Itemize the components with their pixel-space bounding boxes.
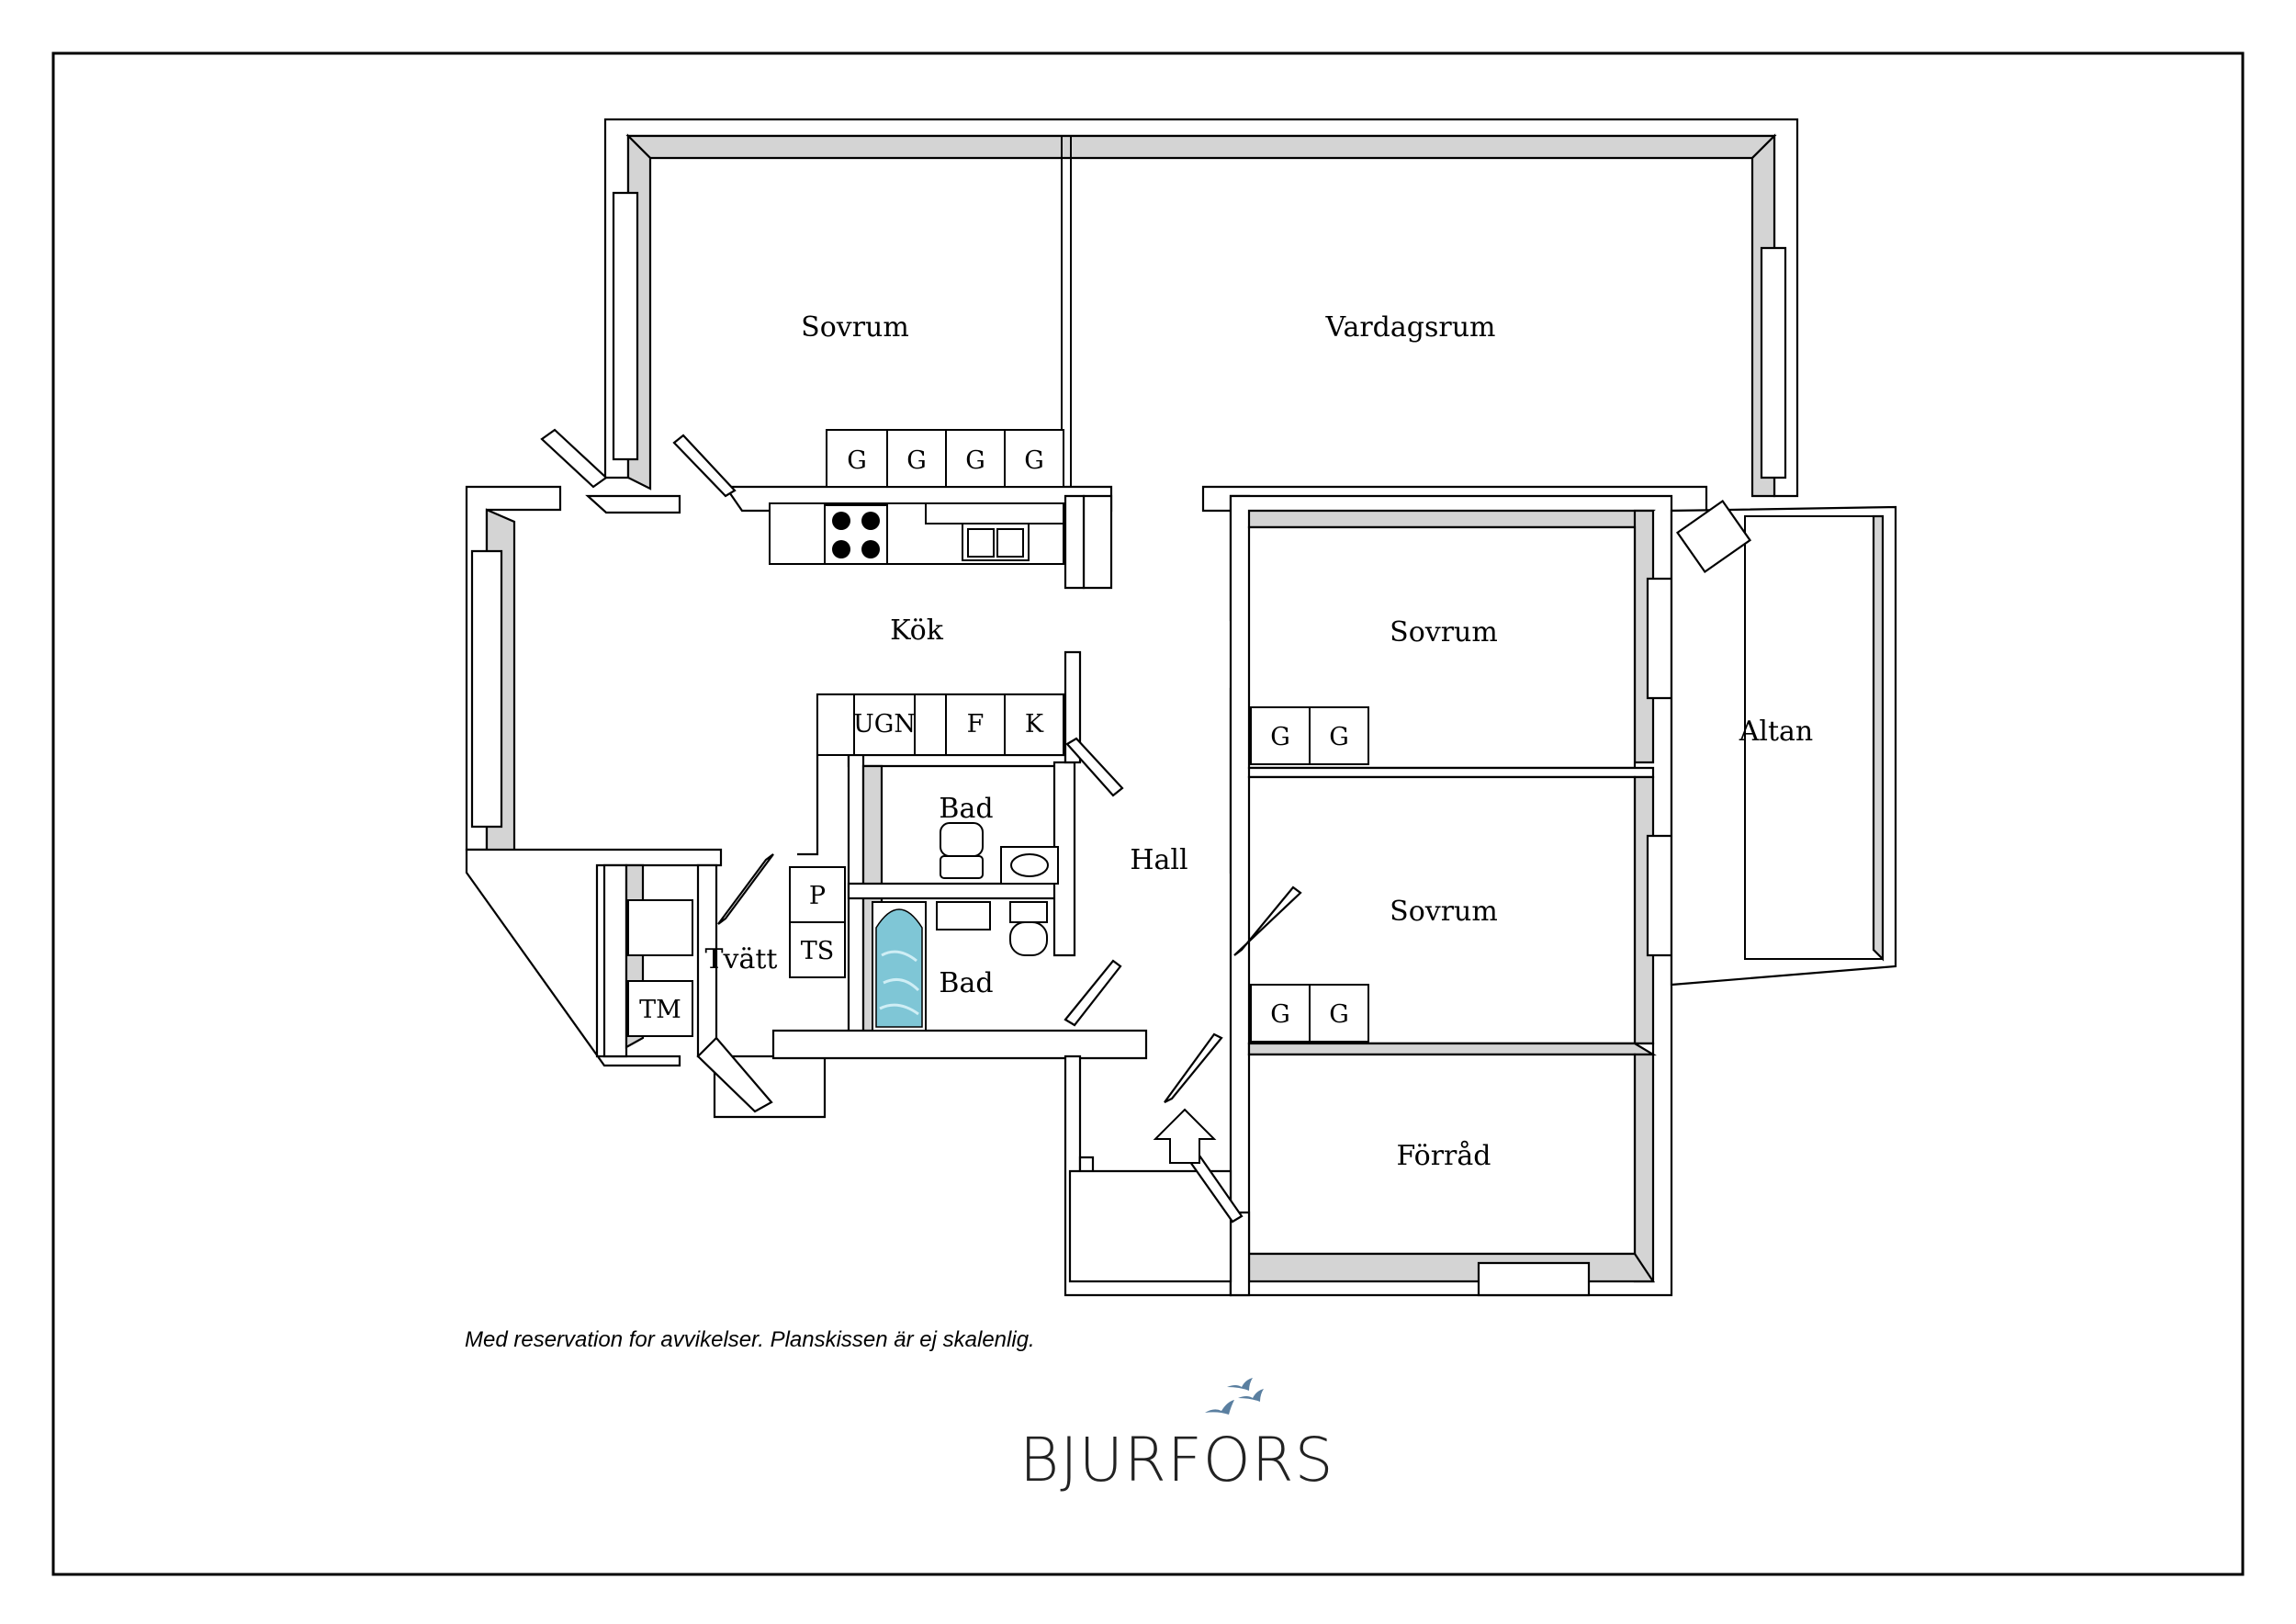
room-sovrum-3: Sovrum bbox=[1390, 896, 1498, 928]
room-tvatt: Tvätt bbox=[705, 943, 778, 976]
wardrobe-label-8: G bbox=[1329, 1000, 1349, 1029]
walls bbox=[465, 118, 1897, 1297]
toilet-icon-2 bbox=[1009, 901, 1048, 956]
room-vardagsrum: Vardagsrum bbox=[1325, 311, 1496, 344]
p-label: P bbox=[809, 882, 826, 910]
room-sovrum-1: Sovrum bbox=[801, 311, 909, 344]
washing-machine-label: TM bbox=[639, 996, 681, 1024]
disclaimer-text: Med reservation for avvikelser. Planskis… bbox=[465, 1327, 1035, 1352]
entrance-arrow-icon bbox=[1153, 1108, 1217, 1164]
wardrobe-7 bbox=[1250, 984, 1311, 1043]
freezer-label: F bbox=[967, 710, 985, 739]
room-bad-2: Bad bbox=[939, 967, 993, 999]
wardrobe-5 bbox=[1250, 706, 1311, 765]
room-altan: Altan bbox=[1739, 716, 1814, 748]
dryer-cabinet bbox=[789, 921, 846, 978]
birds-logo-icon bbox=[1205, 1378, 1264, 1415]
room-hall: Hall bbox=[1130, 844, 1187, 876]
washing-machine bbox=[627, 980, 693, 1037]
fridge-label: K bbox=[1025, 710, 1044, 739]
wardrobe-6 bbox=[1309, 706, 1369, 765]
wardrobe-label-7: G bbox=[1270, 1000, 1290, 1029]
stove-icon bbox=[824, 504, 888, 565]
wardrobe-8 bbox=[1309, 984, 1369, 1043]
toilet-icon bbox=[940, 822, 984, 879]
p-cabinet bbox=[789, 866, 846, 923]
oven bbox=[853, 694, 916, 756]
fridge bbox=[1004, 694, 1064, 756]
wardrobe-1 bbox=[826, 429, 888, 488]
freezer bbox=[945, 694, 1006, 756]
wardrobe-label-2: G bbox=[906, 446, 927, 475]
fixtures: G G G G UGN F K bbox=[627, 429, 1369, 1164]
page-frame bbox=[51, 51, 2245, 1576]
wardrobe-label-6: G bbox=[1329, 723, 1349, 751]
wardrobe-label-1: G bbox=[847, 446, 867, 475]
oven-label: UGN bbox=[853, 710, 916, 739]
room-forrad: Förråd bbox=[1396, 1140, 1491, 1172]
room-sovrum-2: Sovrum bbox=[1390, 616, 1498, 648]
room-labels: Sovrum Vardagsrum Kök Sovrum Altan Hall … bbox=[705, 311, 1814, 1172]
shower-tray bbox=[627, 899, 693, 956]
wardrobe-4 bbox=[1004, 429, 1064, 488]
room-bad-1: Bad bbox=[939, 793, 993, 825]
wardrobe-label-3: G bbox=[965, 446, 985, 475]
bath-sink-2 bbox=[936, 901, 991, 930]
wardrobe-2 bbox=[886, 429, 947, 488]
wardrobe-label-4: G bbox=[1024, 446, 1044, 475]
sink-icon bbox=[962, 523, 1030, 561]
brand-logo-text: BJURFORS bbox=[1019, 1425, 1334, 1495]
dryer-label: TS bbox=[801, 937, 835, 965]
wardrobe-label-5: G bbox=[1270, 723, 1290, 751]
bathtub-icon bbox=[872, 901, 927, 1032]
room-kok: Kök bbox=[890, 615, 944, 647]
bath-sink-1 bbox=[1000, 846, 1059, 885]
